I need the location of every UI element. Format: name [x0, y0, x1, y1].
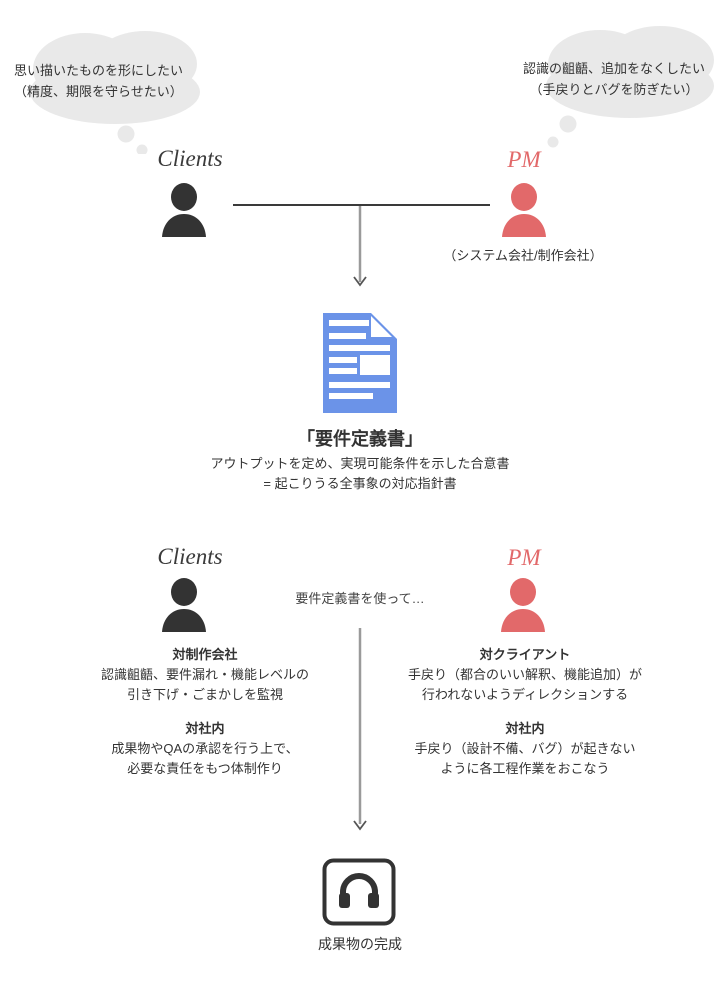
- clients-role-group-2: 対社内 成果物やQAの承認を行う上で、 必要な責任をもつ体制作り: [70, 719, 340, 779]
- pm-role-1-line2: 行われないようディレクションする: [421, 687, 629, 702]
- clients-label-middle: Clients: [157, 544, 223, 569]
- folded-corner: [371, 316, 392, 337]
- clients-pm-connector-line: [233, 204, 490, 206]
- thought-dot-large: [559, 115, 577, 133]
- clients-role-1-heading: 対制作会社: [172, 647, 238, 662]
- requirements-doc-desc-2: = 起こりうる全事象の対応指針書: [263, 476, 457, 491]
- pm-role-group-1: 対クライアント 手戻り（都合のいい解釈、機能追加）が 行われないようディレクショ…: [390, 645, 660, 705]
- clients-label: Clients: [157, 146, 223, 171]
- person-icon-clients: [162, 183, 206, 237]
- clients-role-1-line2: 引き下げ・ごまかしを監視: [126, 687, 283, 702]
- person-icon-pm-middle: [501, 578, 545, 632]
- clients-role-group-1: 対制作会社 認識齟齬、要件漏れ・機能レベルの 引き下げ・ごまかしを監視: [70, 645, 340, 705]
- down-arrow-to-deliverable: [353, 628, 367, 831]
- deliverable-caption: 成果物の完成: [318, 936, 402, 952]
- pm-thought-line2: （手戻りとバグを防ぎたい）: [529, 82, 699, 97]
- pm-label-middle: PM: [507, 545, 541, 570]
- thought-bubble-pm: [546, 26, 714, 148]
- down-arrow-to-document: [353, 206, 367, 287]
- document-icon: [323, 313, 397, 413]
- clients-role-2-line2: 必要な責任をもつ体制作り: [127, 761, 283, 776]
- clients-role-1-line1: 認識齟齬、要件漏れ・機能レベルの: [100, 667, 309, 682]
- pm-role-2-line2: ように各工程作業をおこなう: [440, 761, 610, 776]
- pm-role-group-2: 対社内 手戻り（設計不備、バグ）が起きない ように各工程作業をおこなう: [390, 719, 660, 779]
- thought-dot-large: [117, 125, 135, 143]
- pm-role-1-line1: 手戻り（都合のいい解釈、機能追加）が: [407, 667, 642, 682]
- pm-role-2-heading: 対社内: [505, 721, 545, 736]
- pm-role-2-line1: 手戻り（設計不備、バグ）が起きない: [414, 741, 636, 756]
- pm-label: PM: [507, 147, 541, 172]
- headphones-icon: [339, 873, 379, 908]
- clients-thought-line2: （精度、期限を守らせたい）: [14, 84, 183, 99]
- person-icon-pm: [502, 183, 546, 237]
- thought-bubble-clients: [30, 31, 200, 154]
- pm-company-note: （システム会社/制作会社）: [443, 248, 603, 263]
- pm-thought-text: 認識の齟齬、追加をなくしたい （手戻りとバグを防ぎたい）: [514, 58, 714, 100]
- thought-dot-small: [136, 144, 148, 154]
- clients-thought-line1: 思い描いたものを形にしたい: [14, 63, 184, 78]
- clients-role-2-line1: 成果物やQAの承認を行う上で、: [111, 741, 299, 756]
- requirements-doc-desc-1: アウトプットを定め、実現可能条件を示した合意書: [210, 456, 510, 471]
- thought-dot-small: [547, 136, 559, 148]
- pm-role-1-heading: 対クライアント: [479, 647, 571, 662]
- person-icon-clients-middle: [162, 578, 206, 632]
- deliverable-box: [322, 858, 396, 926]
- requirements-doc-title: 「要件定義書」: [297, 429, 423, 449]
- pm-thought-line1: 認識の齟齬、追加をなくしたい: [522, 61, 705, 76]
- using-requirements-note: 要件定義書を使って…: [295, 591, 425, 606]
- clients-role-2-heading: 対社内: [185, 721, 225, 736]
- clients-thought-text: 思い描いたものを形にしたい （精度、期限を守らせたい）: [14, 60, 183, 102]
